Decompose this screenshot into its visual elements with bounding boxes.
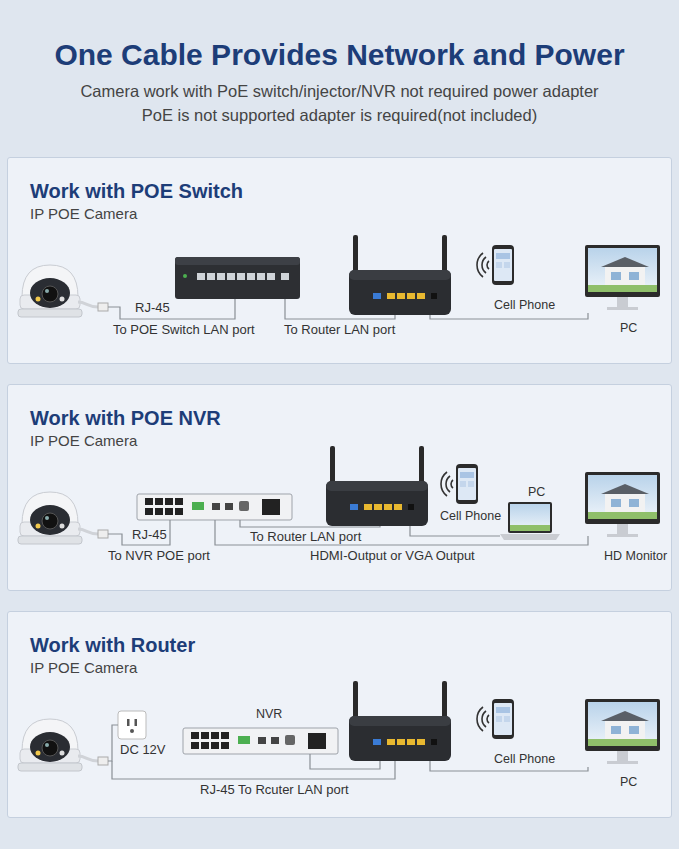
panel-subheading: IP POE Camera xyxy=(30,659,137,676)
device-name: HD Monitor xyxy=(604,549,667,563)
device-label-box: PC xyxy=(620,775,637,789)
device-label-box: Cell Phone xyxy=(440,509,501,523)
wire-label: HDMI-Output or VGA Output xyxy=(310,548,475,563)
device-name: Cell Phone xyxy=(494,298,555,312)
wire-label: RJ-45 To Rcuter LAN port xyxy=(200,782,349,797)
wire-label: DC 12V xyxy=(120,742,166,757)
device-name: Cell Phone xyxy=(494,752,555,766)
device-label-box: NVR xyxy=(256,707,282,721)
wire-label: RJ-45 xyxy=(132,527,167,542)
device-name: NVR xyxy=(256,707,282,721)
wire-label: To POE Switch LAN port xyxy=(113,322,255,337)
device-name: Cell Phone xyxy=(440,509,501,523)
device-name: PC xyxy=(528,485,545,499)
device-label-box: PC xyxy=(528,485,545,499)
device-label-box: Cell Phone xyxy=(494,298,555,312)
wire-label: To Router LAN port xyxy=(284,322,395,337)
device-name: PC xyxy=(620,775,637,789)
device-label-box: HD Monitor xyxy=(604,549,667,563)
diagram-caption: Camera work with PoE switch/injector/NVR… xyxy=(0,82,679,101)
panel-subheading: IP POE Camera xyxy=(30,205,137,222)
device-name: PC xyxy=(620,321,637,335)
device-label-box: PC xyxy=(620,321,637,335)
panel-subheading: IP POE Camera xyxy=(30,432,137,449)
panel-heading: Work with POE Switch xyxy=(30,180,243,203)
wire-label: To NVR POE port xyxy=(108,548,210,563)
caption-note: PoE is not supported adapter is required… xyxy=(0,106,679,125)
wire-label: RJ-45 xyxy=(135,300,170,315)
wire-label: To Router LAN port xyxy=(250,529,361,544)
panel-heading: Work with Router xyxy=(30,634,195,657)
device-label-box: Cell Phone xyxy=(494,752,555,766)
diagram-title: One Cable Provides Network and Power xyxy=(0,38,679,72)
panel-heading: Work with POE NVR xyxy=(30,407,221,430)
